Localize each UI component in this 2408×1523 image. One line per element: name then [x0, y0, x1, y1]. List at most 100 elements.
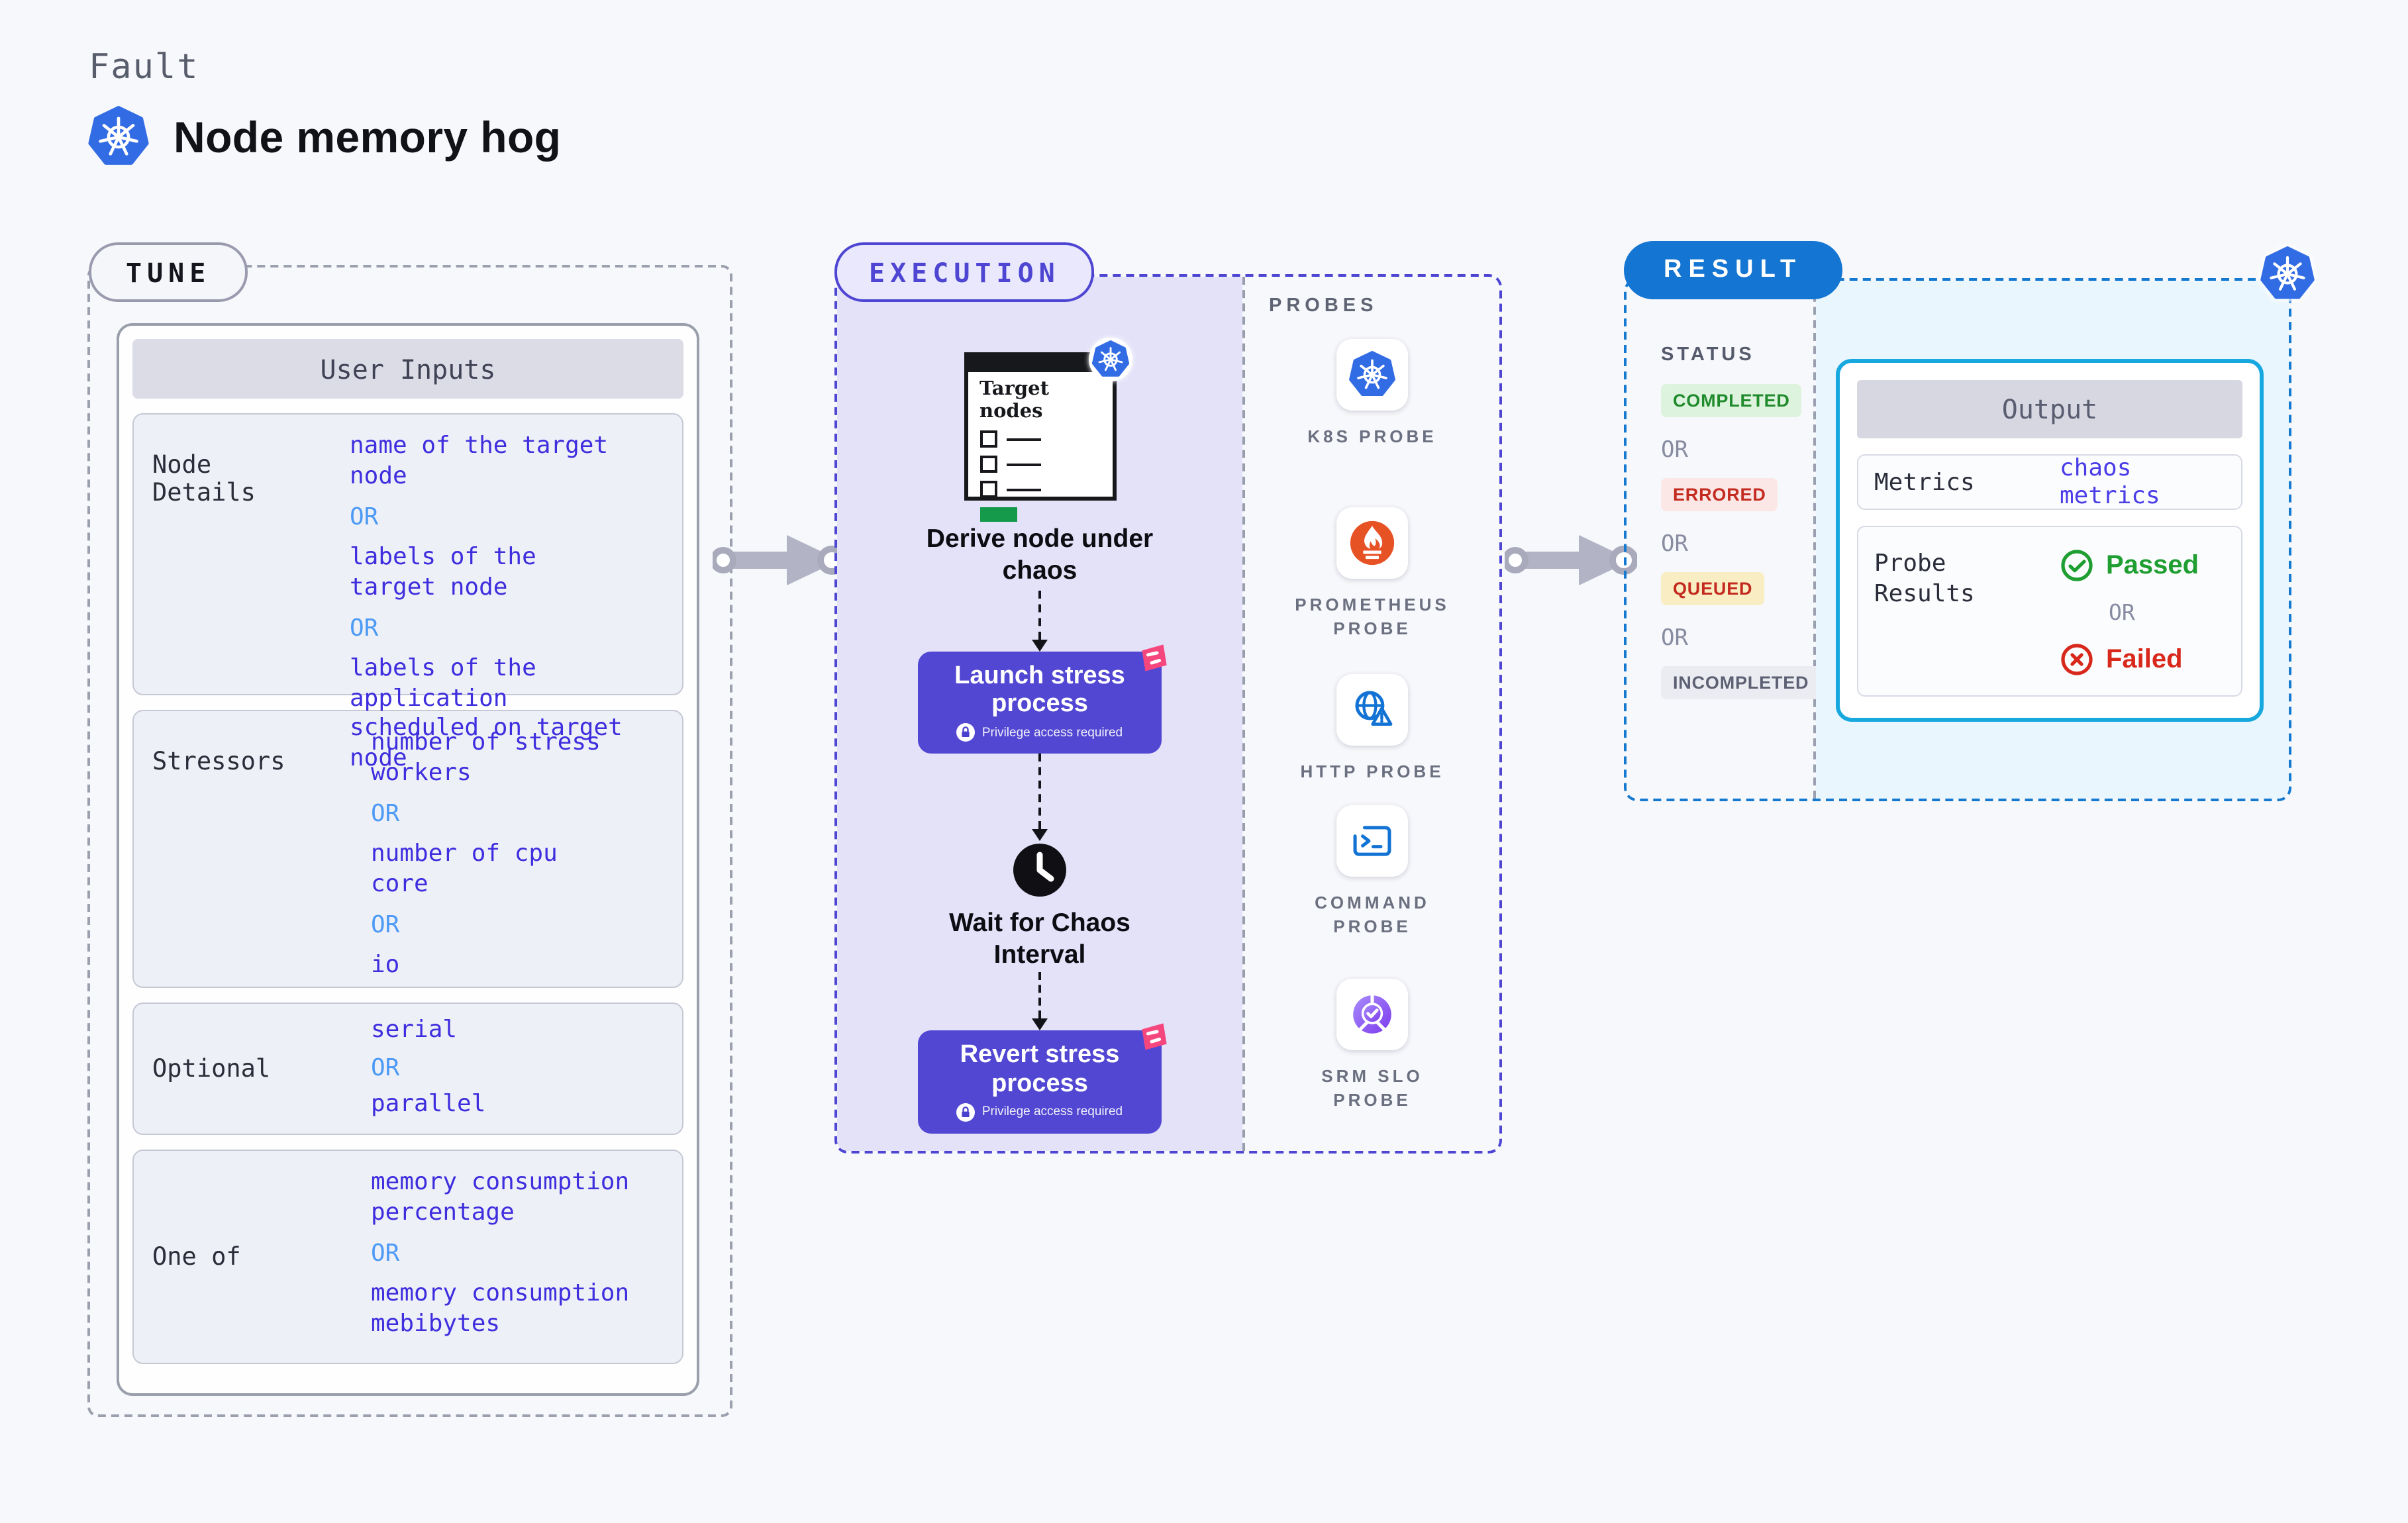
target-nodes-titlebar — [968, 356, 1112, 372]
input-row-values: memory consumption percentage OR memory … — [346, 1151, 682, 1363]
execution-to-result-arrow — [1505, 535, 1637, 585]
page-kicker: Fault — [89, 48, 199, 87]
lock-icon — [956, 723, 976, 742]
target-nodes-graphic: Target nodes — [964, 338, 1132, 522]
failed-label: Failed — [2106, 644, 2183, 673]
input-row-stressors: Stressors number of stress workers OR nu… — [132, 710, 683, 988]
or-separator: OR — [371, 1054, 400, 1081]
tune-badge[interactable]: TUNE — [89, 242, 248, 302]
probe-item-srm-slo: SRM SLO PROBE — [1285, 979, 1460, 1113]
clock-icon — [1013, 844, 1066, 904]
privilege-note: Privilege access required — [956, 723, 1123, 742]
output-card: Output Metrics chaos metrics Probe Resul… — [1836, 359, 2264, 722]
input-value: labels of the application scheduled on t… — [350, 654, 623, 771]
probe-item-k8s: K8S PROBE — [1285, 339, 1460, 449]
probe-label: COMMAND PROBE — [1315, 892, 1430, 936]
probe-label: SRM SLO PROBE — [1321, 1066, 1423, 1110]
chaos-ribbon-icon — [1142, 1022, 1167, 1050]
input-value: serial — [371, 1016, 458, 1044]
input-row-values: serial OR parallel — [346, 1004, 682, 1134]
input-row-one-of: One of memory consumption percentage OR … — [132, 1150, 683, 1364]
derive-node-label: Derive node under chaos — [926, 524, 1154, 585]
result-badge[interactable]: RESULT — [1624, 241, 1842, 299]
or-separator: OR — [371, 800, 400, 828]
input-value: number of cpu core — [371, 840, 558, 897]
list-line — [1006, 438, 1040, 442]
terminal-icon — [1336, 805, 1408, 877]
input-row-values: name of the target node OR labels of the… — [325, 415, 682, 771]
probe-label: HTTP PROBE — [1300, 761, 1444, 781]
execution-badge[interactable]: EXECUTION — [834, 242, 1095, 302]
input-row-label: Stressors — [152, 748, 285, 776]
user-inputs-title: User Inputs — [132, 339, 683, 399]
tune-to-execution-arrow — [713, 535, 845, 585]
checkbox-icon — [979, 430, 997, 448]
input-value: labels of the target node — [350, 543, 536, 601]
kubernetes-badge-icon — [1088, 338, 1132, 381]
passed-label: Passed — [2106, 550, 2199, 579]
list-line — [1006, 463, 1040, 467]
input-value: number of stress workers — [371, 728, 601, 786]
probe-results-values: Passed OR Failed — [2060, 548, 2199, 677]
or-separator: OR — [371, 1240, 400, 1267]
node-list-item — [979, 456, 1100, 473]
probes-title: PROBES — [1269, 295, 1378, 317]
button-label: Revert stress process — [960, 1040, 1120, 1098]
probes-panel: PROBES K8S PROBE — [1242, 277, 1499, 1151]
flow-arrow — [1032, 590, 1048, 652]
input-row-values: number of stress workers OR number of cp… — [346, 711, 682, 987]
execution-flow: Target nodes — [837, 277, 1242, 1151]
privilege-note-text: Privilege access required — [981, 725, 1123, 740]
execution-panel: Target nodes — [834, 274, 1502, 1154]
checkbox-icon — [979, 481, 997, 499]
chaos-ribbon-icon — [1142, 644, 1167, 671]
button-label: Launch stress process — [954, 662, 1125, 718]
input-row-label: Optional — [152, 1055, 271, 1083]
probe-results-label: Probe Results — [1874, 550, 1975, 609]
status-badge-incompleted: INCOMPLETED — [1661, 666, 1821, 699]
lock-icon — [956, 1103, 976, 1121]
flow-arrow — [1032, 754, 1048, 842]
probe-item-http: HTTP PROBE — [1285, 673, 1460, 783]
input-row-label: One of — [152, 1243, 241, 1271]
user-inputs-card: User Inputs Node Details name of the tar… — [117, 323, 699, 1396]
probe-label: K8S PROBE — [1307, 426, 1437, 446]
input-row-node-details: Node Details name of the target node OR … — [132, 413, 683, 771]
probe-item-command: COMMAND PROBE — [1285, 805, 1460, 940]
metrics-row: Metrics chaos metrics — [1857, 454, 2242, 510]
probe-item-prometheus: PROMETHEUS PROBE — [1285, 507, 1460, 642]
privilege-note: Privilege access required — [956, 1103, 1123, 1121]
kubernetes-icon — [1336, 339, 1408, 411]
privilege-note-text: Privilege access required — [981, 1105, 1123, 1119]
input-row-label: Node Details — [152, 452, 256, 507]
or-separator: OR — [1661, 531, 1688, 558]
checkbox-icon — [979, 456, 997, 473]
or-separator: OR — [350, 503, 379, 531]
or-separator: OR — [371, 911, 400, 939]
page-header: Node memory hog — [87, 106, 561, 168]
input-value: parallel — [371, 1089, 486, 1117]
tune-panel — [87, 265, 732, 1417]
launch-stress-process-button[interactable]: Launch stress process Privilege access r… — [918, 644, 1167, 754]
metrics-value: chaos metrics — [2060, 454, 2160, 510]
failed-row: Failed — [2060, 642, 2199, 677]
probe-label: PROMETHEUS PROBE — [1295, 595, 1450, 639]
status-badge-queued: QUEUED — [1661, 572, 1765, 605]
metrics-label: Metrics — [1874, 468, 1975, 496]
progress-bar — [979, 507, 1017, 522]
node-list-item — [979, 481, 1100, 499]
output-title: Output — [1857, 380, 2242, 438]
probe-results-row: Probe Results Passed OR Failed — [1857, 526, 2242, 697]
input-value: memory consumption mebibytes — [371, 1279, 630, 1337]
revert-stress-process-button[interactable]: Revert stress process Privilege access r… — [918, 1022, 1167, 1133]
flow-arrow — [1032, 971, 1048, 1030]
list-line — [1006, 488, 1040, 492]
wait-interval-label: Wait for Chaos Interval — [949, 909, 1130, 970]
input-value: name of the target node — [350, 432, 609, 489]
or-separator: OR — [350, 614, 379, 642]
passed-row: Passed — [2060, 548, 2199, 583]
input-value: io — [371, 951, 400, 979]
status-badge-errored: ERRORED — [1661, 478, 1778, 511]
or-separator: OR — [2109, 600, 2135, 625]
